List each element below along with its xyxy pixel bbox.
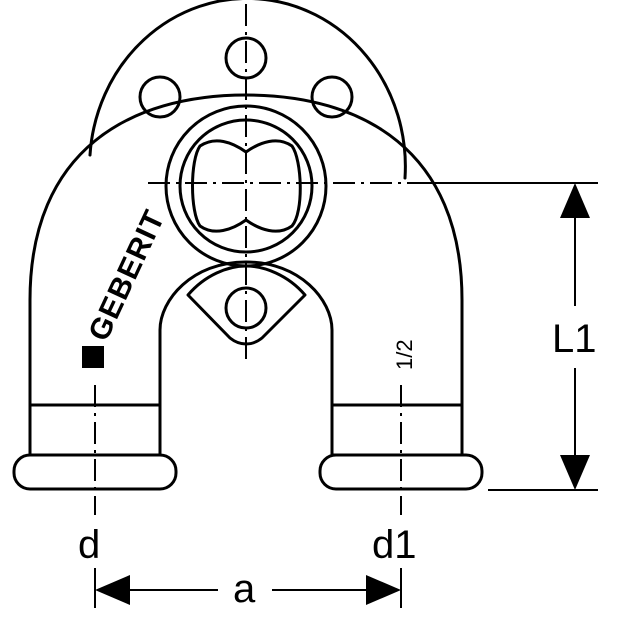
mounting-flange: [88, 0, 407, 180]
dimension-label-l1: L1: [552, 317, 597, 361]
dimension-label-a: a: [233, 567, 256, 611]
flange-hole-left: [138, 75, 182, 119]
arrowhead-l1-top: [560, 183, 590, 218]
outlet-inner-opening: [191, 139, 302, 233]
size-marking: 1/2: [392, 339, 417, 370]
brand-logo-mark: [82, 346, 104, 368]
arrowhead-a-right: [366, 575, 401, 605]
dimension-label-d: d: [78, 523, 100, 567]
arrowhead-l1-bottom: [560, 455, 590, 490]
dimension-label-d1: d1: [372, 523, 417, 567]
arrowhead-a-left: [95, 575, 130, 605]
flange-hole-right: [310, 75, 354, 119]
u-bend-body: [28, 93, 464, 407]
mounting-lug: [186, 264, 307, 346]
brand-name: GEBERIT: [82, 205, 171, 346]
socket-right: [330, 403, 464, 457]
